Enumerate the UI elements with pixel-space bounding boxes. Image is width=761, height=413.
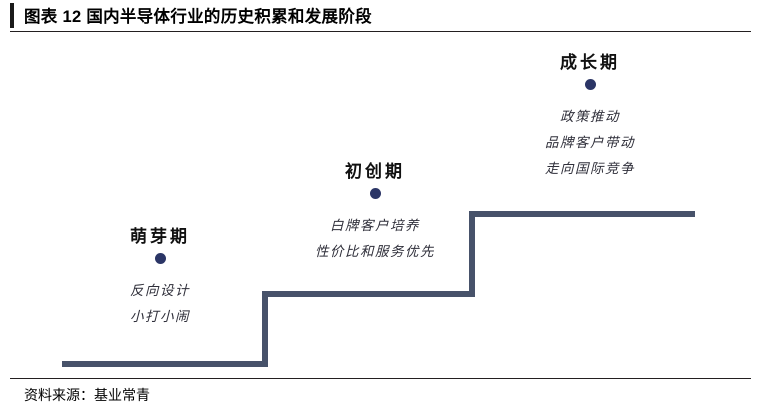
stage-1-title: 萌芽期 — [130, 227, 190, 246]
staircase-chart — [0, 31, 761, 378]
stage-2-detail-item: 白牌客户培养 — [330, 218, 420, 233]
figure-header: 图表 12 国内半导体行业的历史积累和发展阶段 — [0, 0, 761, 31]
stage-3-detail-list: 政策推动 品牌客户带动 走向国际竞争 — [502, 104, 678, 182]
source-note: 资料来源：基业常青 — [24, 387, 150, 403]
footer-divider — [10, 378, 751, 379]
header-divider — [10, 31, 751, 32]
stage-2-detail-item: 性价比和服务优先 — [315, 244, 435, 259]
stage-3-title: 成长期 — [560, 53, 620, 72]
title-accent-bar — [10, 3, 14, 28]
page-title: 图表 12 国内半导体行业的历史积累和发展阶段 — [24, 8, 372, 26]
stage-1-detail-item: 小打小闹 — [130, 309, 190, 324]
stage-group-2: 初创期 白牌客户培养 性价比和服务优先 — [297, 161, 453, 265]
stage-1-marker-dot — [154, 253, 166, 264]
stage-2-marker-dot — [369, 188, 381, 199]
staircase-path — [62, 211, 695, 367]
stage-3-detail-item: 走向国际竞争 — [545, 161, 635, 176]
staircase-svg — [62, 211, 695, 367]
stage-2-title: 初创期 — [345, 162, 405, 181]
stage-group-1: 萌芽期 反向设计 小打小闹 — [92, 226, 228, 330]
stage-group-3: 成长期 政策推动 品牌客户带动 走向国际竞争 — [502, 52, 678, 182]
stage-1-detail-item: 反向设计 — [130, 283, 190, 298]
stage-3-marker-dot — [584, 79, 596, 90]
stage-3-detail-item: 政策推动 — [560, 109, 620, 124]
stage-3-detail-item: 品牌客户带动 — [545, 135, 635, 150]
stage-1-detail-list: 反向设计 小打小闹 — [92, 278, 228, 330]
stage-2-detail-list: 白牌客户培养 性价比和服务优先 — [297, 213, 453, 265]
